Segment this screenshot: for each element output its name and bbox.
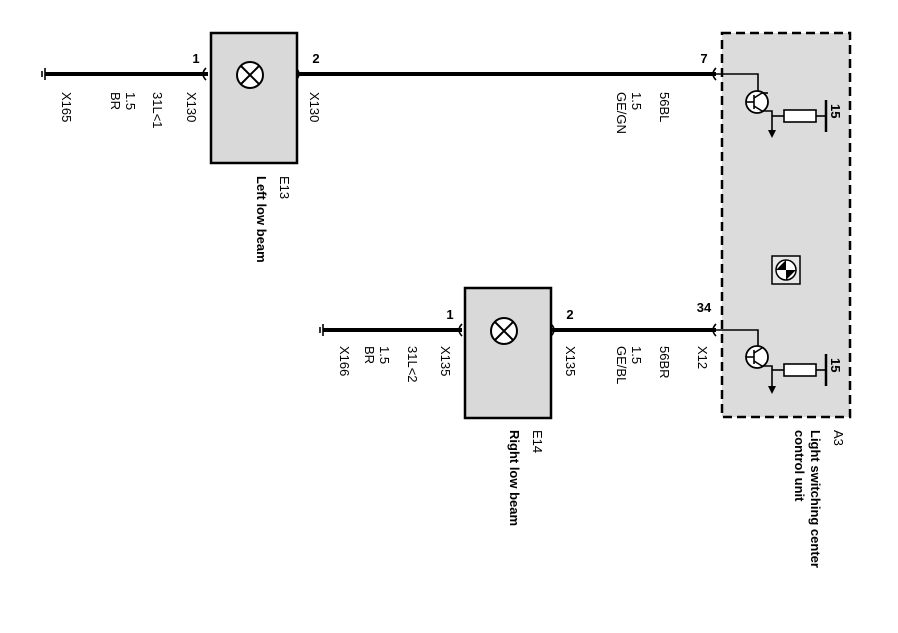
- wire-label-56bl: 56BL: [657, 92, 672, 122]
- ground-icon: [319, 324, 331, 336]
- x165-label: X165: [59, 92, 74, 122]
- a3-module-box: [720, 31, 852, 419]
- connector-tick-icon: [712, 323, 717, 337]
- wire-size-bottom-left: 1.5: [377, 346, 392, 364]
- x135-right-label: X135: [563, 346, 578, 376]
- e14-pin-2: 2: [566, 307, 573, 322]
- wire-label-31l1: 31L<1: [150, 92, 165, 129]
- x130-left-label: X130: [184, 92, 199, 122]
- e13-pin-2: 2: [312, 51, 319, 66]
- wire-size-top-right: 1.5: [629, 92, 644, 110]
- supply-15-bottom: 15: [828, 358, 843, 372]
- ground-icon: [41, 68, 53, 80]
- e13-name: Left low beam: [254, 176, 269, 263]
- e14-lamp-box: [463, 286, 553, 420]
- wire-size-top-left: 1.5: [123, 92, 138, 110]
- a3-pin-34: 34: [697, 300, 712, 315]
- connector-tick-icon: [202, 67, 207, 81]
- wire-label-56br: 56BR: [657, 346, 672, 379]
- x166-label: X166: [337, 346, 352, 376]
- e13-id: E13: [277, 176, 292, 199]
- a3-pin-7: 7: [700, 51, 707, 66]
- a3-name-line2: control unit: [792, 430, 807, 502]
- lamp-icon: [236, 61, 264, 89]
- e13-lamp-box: [209, 31, 299, 165]
- wire-color-br-bottom: BR: [362, 346, 377, 364]
- connector-tick-icon: [712, 67, 717, 81]
- a3-name-line1: Light switching center: [808, 430, 823, 568]
- supply-15-top: 15: [828, 104, 843, 118]
- connector-tick-icon: [458, 323, 463, 337]
- lamp-icon: [490, 317, 518, 345]
- wire-color-gegn: GE/GN: [614, 92, 629, 134]
- wire-label-31l2: 31L<2: [405, 346, 420, 383]
- wire-size-bottom-right: 1.5: [629, 346, 644, 364]
- x12-label: X12: [695, 346, 710, 369]
- wire-color-gebl: GE/BL: [614, 346, 629, 384]
- transistor-circuit-bottom: [716, 329, 828, 394]
- x135-left-label: X135: [438, 346, 453, 376]
- e14-id: E14: [530, 430, 545, 453]
- e13-pin-1: 1: [192, 51, 199, 66]
- e14-pin-1: 1: [446, 307, 453, 322]
- bmw-logo-icon: [771, 255, 801, 285]
- x130-right-label: X130: [307, 92, 322, 122]
- wire-color-br-top: BR: [108, 92, 123, 110]
- transistor-circuit-top: [716, 73, 828, 138]
- a3-id: A3: [831, 430, 846, 446]
- e14-name: Right low beam: [507, 430, 522, 526]
